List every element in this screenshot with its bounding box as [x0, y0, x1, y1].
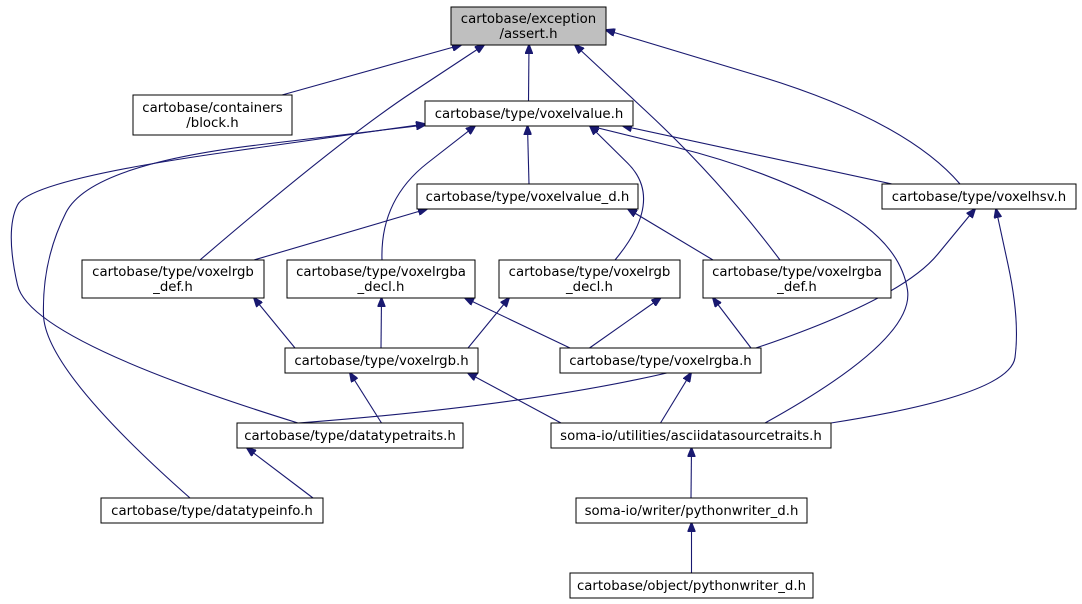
- edge-voxelrgb_decl-to-voxelvalue: [590, 126, 645, 261]
- edge-asciids-to-voxelhsv: [830, 209, 1018, 424]
- nodes-layer: cartobase/exception/assert.h cartobase/co…: [81, 6, 1077, 599]
- edge-asciids-to-voxelrgb: [468, 373, 562, 424]
- edge-pywriter_d-to-asciids: [691, 448, 692, 499]
- node-voxelvalue[interactable]: cartobase/type/voxelvalue.h: [424, 100, 634, 127]
- node-voxelrgba-label-0: cartobase/type/voxelrgba.h: [569, 354, 751, 369]
- node-voxelrgb_def-box[interactable]: [81, 259, 265, 299]
- node-voxelrgba_def-label-1: _def.h: [776, 280, 817, 295]
- node-block[interactable]: cartobase/containers/block.h: [132, 94, 293, 136]
- edge-voxelhsv-to-voxelvalue: [623, 126, 893, 185]
- node-asciids[interactable]: soma-io/utilities/asciidatasourcetraits.…: [550, 422, 832, 449]
- node-voxelrgba_def[interactable]: cartobase/type/voxelrgba_def.h: [702, 259, 892, 299]
- edge-asciids-to-voxelrgba: [660, 373, 692, 424]
- node-voxelrgba_decl-box[interactable]: [286, 259, 476, 299]
- node-assert[interactable]: cartobase/exception/assert.h: [450, 6, 607, 46]
- node-datatypeinfo-box[interactable]: [100, 497, 324, 524]
- node-voxelrgb_decl-box[interactable]: [498, 259, 681, 299]
- node-voxelhsv-label-0: cartobase/type/voxelhsv.h: [892, 190, 1066, 205]
- node-voxelvalue_d[interactable]: cartobase/type/voxelvalue_d.h: [416, 183, 639, 210]
- edge-voxelvalue_d-to-voxelvalue: [528, 126, 530, 185]
- node-voxelvalue-label-0: cartobase/type/voxelvalue.h: [435, 107, 624, 122]
- edge-voxelrgb-to-voxelrgba_decl: [381, 298, 382, 349]
- node-obj_pywriter[interactable]: cartobase/object/pythonwriter_d.h: [569, 572, 814, 599]
- node-voxelrgb_decl-label-1: _decl.h: [565, 280, 613, 295]
- node-voxelrgb_def-label-0: cartobase/type/voxelrgb: [92, 265, 254, 280]
- node-voxelvalue_d-box[interactable]: [416, 183, 639, 210]
- node-asciids-label-0: soma-io/utilities/asciidatasourcetraits.…: [560, 429, 822, 444]
- node-voxelrgba_def-label-0: cartobase/type/voxelrgba: [712, 265, 882, 280]
- node-block-label-1: /block.h: [186, 116, 238, 131]
- node-voxelrgba_decl-label-0: cartobase/type/voxelrgba: [296, 265, 466, 280]
- node-voxelrgba_decl-label-1: _decl.h: [357, 280, 405, 295]
- edge-voxelvalue-to-assert: [529, 45, 530, 102]
- node-voxelrgba_def-box[interactable]: [702, 259, 892, 299]
- node-pywriter_d[interactable]: soma-io/writer/pythonwriter_d.h: [575, 497, 808, 524]
- edge-voxelrgba-to-voxelrgba_def: [713, 298, 752, 349]
- node-voxelhsv-box[interactable]: [881, 183, 1077, 210]
- node-pywriter_d-box[interactable]: [575, 497, 808, 524]
- node-assert-box[interactable]: [450, 6, 607, 46]
- node-voxelrgba-box[interactable]: [559, 347, 762, 374]
- node-voxelrgb-box[interactable]: [284, 347, 479, 374]
- edge-voxelrgba_decl-to-voxelvalue: [381, 126, 475, 261]
- node-assert-label-0: cartobase/exception: [461, 12, 596, 27]
- node-block-box[interactable]: [132, 94, 293, 136]
- node-voxelvalue_d-label-0: cartobase/type/voxelvalue_d.h: [426, 190, 630, 205]
- node-voxelrgb_decl[interactable]: cartobase/type/voxelrgb_decl.h: [498, 259, 681, 299]
- node-datatypetraits[interactable]: cartobase/type/datatypetraits.h: [236, 422, 464, 449]
- node-voxelrgb_def[interactable]: cartobase/type/voxelrgb_def.h: [81, 259, 265, 299]
- edge-datatypeinfo-to-voxelvalue: [42, 125, 425, 499]
- edge-block-to-assert: [281, 45, 461, 96]
- node-voxelrgb[interactable]: cartobase/type/voxelrgb.h: [284, 347, 479, 374]
- edge-voxelhsv-to-assert: [606, 30, 961, 185]
- edge-voxelrgba_def-to-assert: [575, 45, 781, 261]
- edge-voxelrgba-to-voxelrgb_decl: [589, 298, 661, 349]
- edge-voxelrgb_def-to-voxelvalue_d: [253, 209, 427, 261]
- node-voxelvalue-box[interactable]: [424, 100, 634, 127]
- node-datatypeinfo-label-0: cartobase/type/datatypeinfo.h: [111, 504, 313, 519]
- node-voxelhsv[interactable]: cartobase/type/voxelhsv.h: [881, 183, 1077, 210]
- node-voxelrgb_decl-label-0: cartobase/type/voxelrgb: [509, 265, 671, 280]
- edge-datatypeinfo-to-datatypetraits: [247, 448, 314, 499]
- edge-datatypetraits-to-voxelrgb: [350, 373, 382, 424]
- edge-asciids-to-voxelvalue: [590, 126, 909, 424]
- edge-voxelrgb-to-voxelrgb_decl: [467, 298, 509, 349]
- node-obj_pywriter-label-0: cartobase/object/pythonwriter_d.h: [577, 579, 806, 594]
- edge-datatypetraits-to-voxelhsv: [297, 209, 975, 424]
- node-datatypeinfo[interactable]: cartobase/type/datatypeinfo.h: [100, 497, 324, 524]
- node-assert-label-1: /assert.h: [500, 27, 558, 42]
- edge-voxelrgba_def-to-voxelvalue_d: [628, 209, 714, 261]
- node-voxelrgb_def-label-1: _def.h: [152, 280, 193, 295]
- node-voxelrgba_decl[interactable]: cartobase/type/voxelrgba_decl.h: [286, 259, 476, 299]
- node-datatypetraits-label-0: cartobase/type/datatypetraits.h: [244, 429, 456, 444]
- edges-layer: [10, 30, 1018, 573]
- node-datatypetraits-box[interactable]: [236, 422, 464, 449]
- node-voxelrgb-label-0: cartobase/type/voxelrgb.h: [294, 354, 468, 369]
- edge-voxelrgb-to-voxelrgb_def: [254, 298, 296, 349]
- node-voxelrgba[interactable]: cartobase/type/voxelrgba.h: [559, 347, 762, 374]
- edge-datatypetraits-to-voxelvalue: [10, 124, 425, 424]
- node-obj_pywriter-box[interactable]: [569, 572, 814, 599]
- edge-voxelrgb_def-to-assert: [199, 45, 484, 261]
- edge-voxelrgba-to-voxelrgba_decl: [465, 298, 571, 349]
- node-block-label-0: cartobase/containers: [142, 101, 282, 116]
- node-pywriter_d-label-0: soma-io/writer/pythonwriter_d.h: [585, 504, 799, 519]
- node-asciids-box[interactable]: [550, 422, 832, 449]
